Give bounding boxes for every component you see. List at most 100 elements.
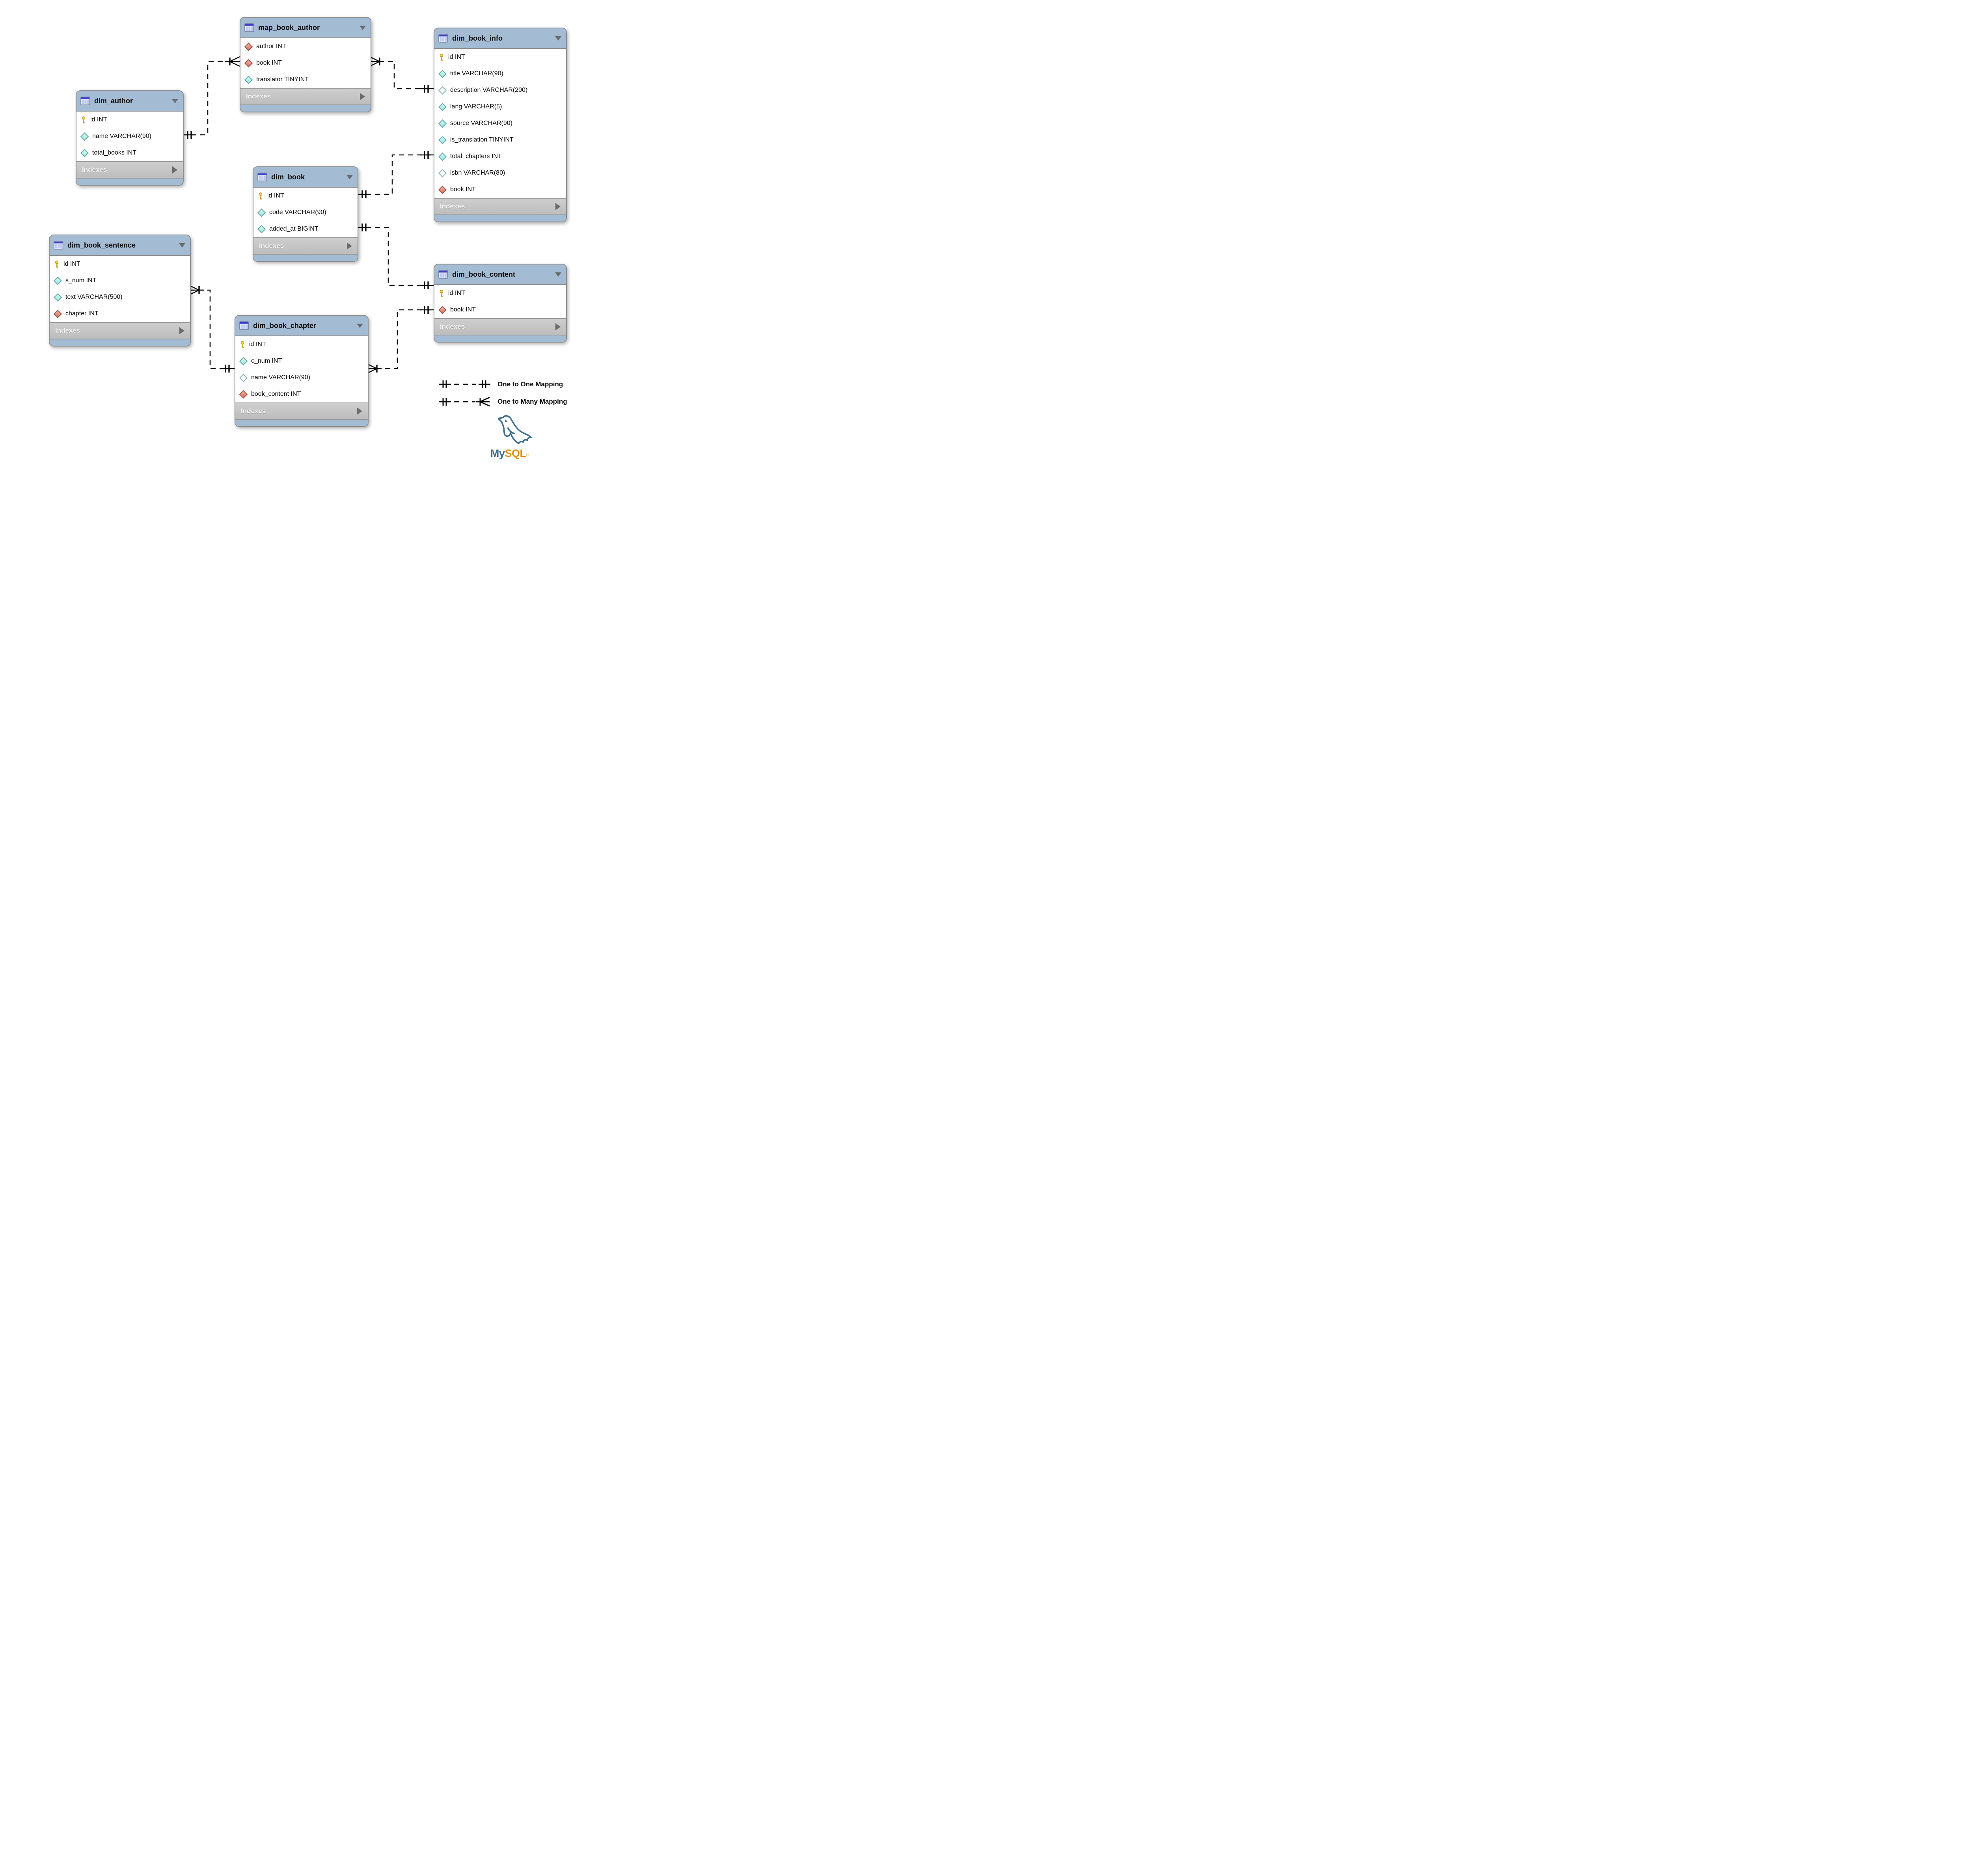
indexes-bar[interactable]: Indexes: [240, 88, 371, 104]
column-row[interactable]: description VARCHAR(200): [434, 82, 566, 99]
table-header-dim_book_sentence[interactable]: dim_book_sentence: [50, 235, 190, 256]
indexes-expand-icon[interactable]: [555, 203, 561, 210]
column-notnull-icon: [80, 149, 89, 157]
column-label: lang VARCHAR(5): [450, 103, 502, 110]
collapse-arrow-icon[interactable]: [172, 99, 178, 103]
foreign-key-icon: [438, 185, 447, 194]
indexes-label: Indexes: [241, 407, 266, 415]
indexes-expand-icon[interactable]: [347, 242, 352, 250]
table-header-dim_author[interactable]: dim_author: [76, 91, 183, 112]
indexes-expand-icon[interactable]: [172, 166, 177, 173]
table-header-dim_book_info[interactable]: dim_book_info: [434, 28, 566, 49]
foreign-key-icon: [53, 309, 62, 318]
column-label: total_chapters INT: [450, 153, 502, 160]
collapse-arrow-icon[interactable]: [555, 272, 561, 277]
collapse-arrow-icon[interactable]: [555, 36, 561, 41]
column-notnull-icon: [53, 276, 62, 285]
column-nullable-icon: [239, 373, 248, 382]
column-label: total_books INT: [92, 149, 137, 156]
table-header-map_book_author[interactable]: map_book_author: [240, 18, 371, 38]
column-row[interactable]: id INT: [253, 188, 358, 204]
column-label: translator TINYINT: [256, 76, 309, 83]
column-label: text VARCHAR(500): [65, 294, 123, 300]
indexes-bar[interactable]: Indexes: [235, 402, 368, 419]
column-label: chapter INT: [65, 310, 99, 317]
indexes-expand-icon[interactable]: [357, 408, 362, 415]
column-label: c_num INT: [251, 358, 282, 364]
indexes-bar[interactable]: Indexes: [50, 322, 190, 339]
column-row[interactable]: id INT: [434, 49, 566, 65]
table-header-dim_book_chapter[interactable]: dim_book_chapter: [235, 316, 368, 336]
column-row[interactable]: book INT: [434, 302, 566, 318]
column-row[interactable]: book INT: [240, 55, 371, 71]
collapse-arrow-icon[interactable]: [179, 243, 185, 248]
column-row[interactable]: translator TINYINT: [240, 71, 371, 88]
foreign-key-icon: [239, 390, 248, 399]
table-title: map_book_author: [258, 23, 320, 32]
column-row[interactable]: name VARCHAR(90): [235, 369, 368, 386]
column-row[interactable]: lang VARCHAR(5): [434, 99, 566, 115]
column-row[interactable]: id INT: [434, 285, 566, 302]
table-icon: [80, 96, 90, 105]
column-label: book_content INT: [251, 391, 301, 397]
indexes-expand-icon[interactable]: [360, 93, 365, 100]
indexes-bar[interactable]: Indexes: [253, 237, 358, 254]
primary-key-icon: [440, 53, 443, 61]
table-header-dim_book_content[interactable]: dim_book_content: [434, 265, 566, 285]
column-notnull-icon: [438, 136, 447, 144]
table-icon: [257, 172, 267, 181]
column-row[interactable]: isbn VARCHAR(80): [434, 165, 566, 181]
column-nullable-icon: [438, 86, 447, 95]
column-row[interactable]: text VARCHAR(500): [50, 289, 190, 306]
table-title: dim_author: [94, 97, 133, 105]
table-header-dim_book[interactable]: dim_book: [253, 167, 358, 188]
column-label: name VARCHAR(90): [251, 374, 310, 381]
collapse-arrow-icon[interactable]: [347, 175, 353, 179]
column-label: book INT: [256, 60, 282, 66]
column-row[interactable]: book_content INT: [235, 386, 368, 402]
column-label: description VARCHAR(200): [450, 87, 528, 93]
column-row[interactable]: c_num INT: [235, 353, 368, 369]
indexes-bar[interactable]: Indexes: [434, 198, 566, 214]
column-row[interactable]: total_books INT: [76, 145, 183, 161]
indexes-expand-icon[interactable]: [555, 323, 561, 330]
column-row[interactable]: is_translation TINYINT: [434, 132, 566, 148]
column-row[interactable]: name VARCHAR(90): [76, 128, 183, 145]
column-row[interactable]: author INT: [240, 38, 371, 55]
column-row[interactable]: id INT: [235, 336, 368, 353]
column-row[interactable]: source VARCHAR(90): [434, 115, 566, 132]
collapse-arrow-icon[interactable]: [360, 25, 366, 30]
column-notnull-icon: [438, 102, 447, 111]
column-row[interactable]: chapter INT: [50, 306, 190, 322]
relationship-dim_book-dim_book_info: [357, 151, 434, 198]
collapse-arrow-icon[interactable]: [357, 323, 363, 328]
column-label: id INT: [249, 341, 266, 348]
table-title: dim_book_chapter: [253, 321, 317, 330]
column-row[interactable]: total_chapters INT: [434, 148, 566, 165]
column-row[interactable]: id INT: [50, 256, 190, 272]
relationship-dim_author-map_book_author: [182, 56, 240, 139]
indexes-label: Indexes: [246, 93, 271, 100]
column-row[interactable]: code VARCHAR(90): [253, 204, 358, 221]
indexes-bar[interactable]: Indexes: [434, 318, 566, 335]
primary-key-icon: [259, 192, 263, 200]
column-row[interactable]: book INT: [434, 181, 566, 198]
indexes-bar[interactable]: Indexes: [76, 161, 183, 178]
indexes-label: Indexes: [440, 323, 465, 330]
column-row[interactable]: s_num INT: [50, 272, 190, 289]
column-row[interactable]: id INT: [76, 112, 183, 128]
relationship-dim_book_info-map_book_author: [369, 56, 434, 93]
column-notnull-icon: [438, 119, 447, 128]
relationship-lines: [182, 56, 434, 374]
column-row[interactable]: title VARCHAR(90): [434, 65, 566, 82]
column-row[interactable]: added_at BIGINT: [253, 221, 358, 237]
indexes-expand-icon[interactable]: [179, 327, 184, 334]
